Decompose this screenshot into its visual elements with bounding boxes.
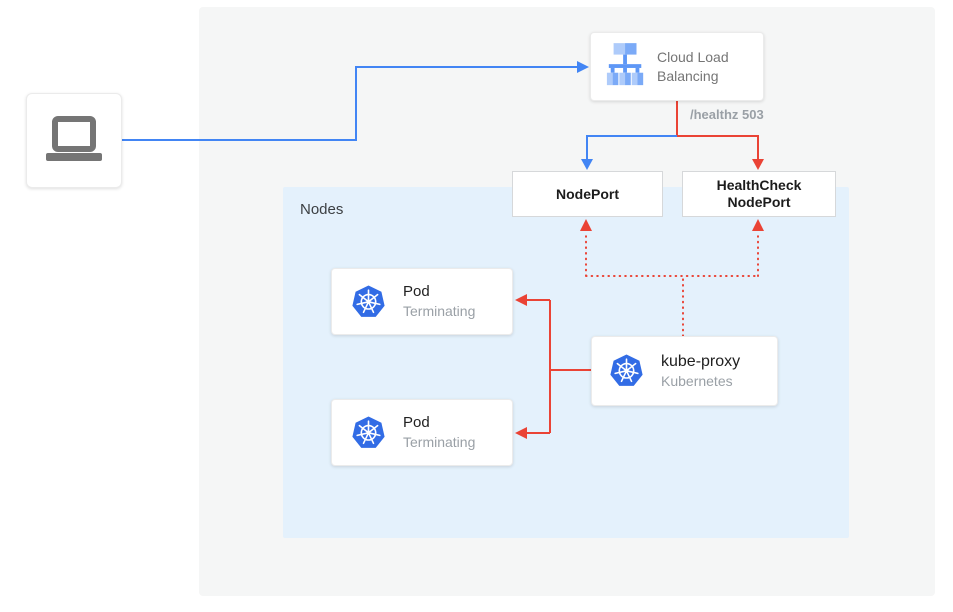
- kube-proxy-title: kube-proxy: [661, 352, 741, 370]
- cloud-load-balancing-icon: [605, 42, 647, 92]
- kubernetes-helm-icon: [608, 353, 645, 389]
- client-device-card: [26, 93, 122, 188]
- healthcheck-nodeport-label: HealthCheck NodePort: [716, 177, 802, 210]
- nodeport-box: NodePort: [512, 171, 663, 217]
- pod-card-1: Pod Terminating: [331, 268, 513, 335]
- pod-title: Pod: [403, 283, 430, 300]
- cloud-load-balancing-label: Cloud Load Balancing: [657, 48, 729, 84]
- kube-proxy-card: kube-proxy Kubernetes: [591, 336, 778, 406]
- kube-proxy-subtitle: Kubernetes: [661, 372, 733, 389]
- kubernetes-helm-icon: [350, 415, 387, 451]
- pod-card-2: Pod Terminating: [331, 399, 513, 466]
- healthcheck-nodeport-box: HealthCheck NodePort: [682, 171, 836, 217]
- nodeport-label: NodePort: [556, 185, 619, 202]
- pod-title: Pod: [403, 414, 430, 431]
- healthz-status-label: /healthz 503: [690, 107, 764, 122]
- pod-status: Terminating: [403, 303, 476, 319]
- cloud-load-balancing-card: Cloud Load Balancing: [590, 32, 764, 101]
- nodes-panel-label: Nodes: [300, 201, 344, 218]
- pod-status: Terminating: [403, 434, 476, 450]
- laptop-icon: [42, 115, 106, 167]
- kubernetes-helm-icon: [350, 284, 387, 320]
